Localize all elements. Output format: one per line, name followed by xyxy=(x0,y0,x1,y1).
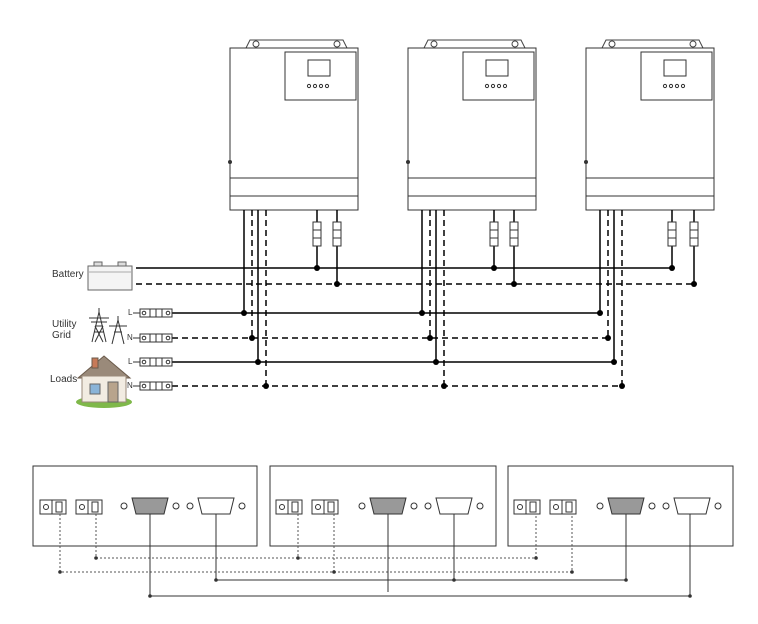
inverter-1 xyxy=(228,39,359,211)
grid-L-label: L xyxy=(128,308,133,317)
grid-breaker-L xyxy=(139,308,173,318)
parallel-board-2 xyxy=(269,465,497,547)
junction-dots xyxy=(241,265,697,389)
grid-N-label: N xyxy=(127,333,133,342)
battery-label: Battery xyxy=(52,269,84,280)
parallel-board-1 xyxy=(32,465,258,547)
parallel-board-3 xyxy=(507,465,734,547)
grid-bus xyxy=(172,312,608,339)
loads-label: Loads xyxy=(50,374,78,385)
load-bus xyxy=(172,361,622,387)
utility-label: Utility xyxy=(52,319,77,330)
load-breaker-L xyxy=(139,357,173,367)
current-sharing-wires xyxy=(59,514,573,573)
house-icon xyxy=(76,355,132,408)
inverter-3 xyxy=(584,39,715,211)
inverter-3-wires xyxy=(599,210,695,386)
lcd-screen xyxy=(663,59,687,77)
lcd-screen xyxy=(485,59,509,77)
inverter-2 xyxy=(406,39,537,211)
load-breaker-N xyxy=(139,381,173,391)
battery-bus xyxy=(136,267,694,285)
dc-fuses xyxy=(312,221,699,247)
battery-icon xyxy=(87,261,133,291)
grid-breaker-N xyxy=(139,333,173,343)
grid-label: Grid xyxy=(52,330,71,341)
load-L-label: L xyxy=(128,357,133,366)
lcd-screen xyxy=(307,59,331,77)
load-N-label: N xyxy=(127,381,133,390)
utility-tower-icon xyxy=(89,308,127,345)
